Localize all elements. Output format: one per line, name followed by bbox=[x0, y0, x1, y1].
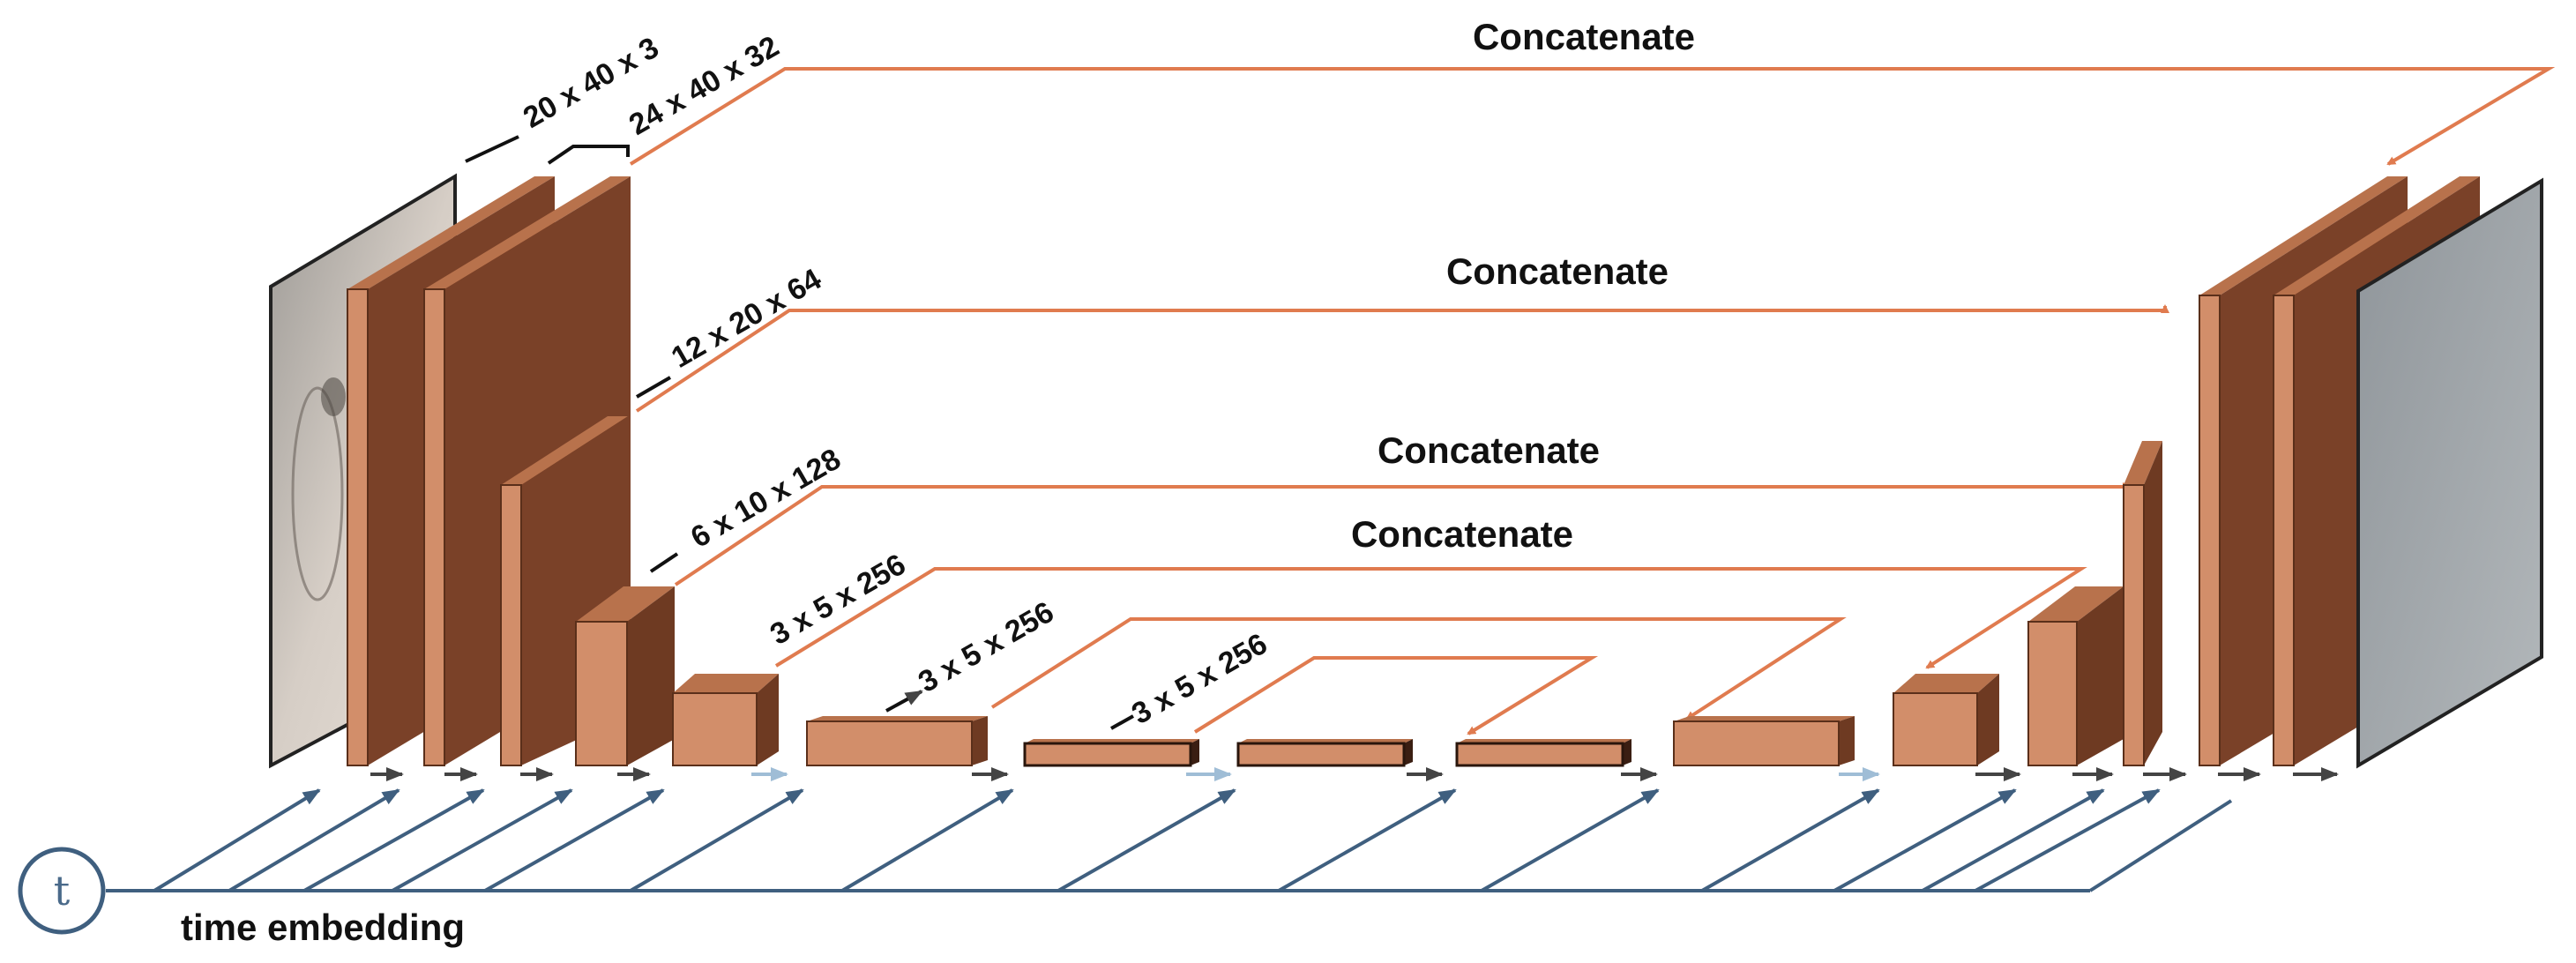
dim-label-3: 12 x 20 x 64 bbox=[666, 262, 827, 374]
dim-label-7: 3 x 5 x 256 bbox=[1126, 627, 1273, 731]
bottleneck-block-1 bbox=[806, 716, 988, 766]
decoder-block-4 bbox=[2123, 441, 2162, 766]
dimension-brackets bbox=[465, 135, 1134, 730]
skip-line-1 bbox=[629, 67, 2556, 166]
encoder-block-4 bbox=[575, 586, 675, 766]
skip-line-6 bbox=[1193, 656, 1599, 735]
decoder-block-1 bbox=[1673, 716, 1855, 766]
concat-label-2: Concatenate bbox=[1446, 250, 1669, 292]
time-embedding-lines bbox=[106, 788, 2233, 892]
time-symbol: t bbox=[54, 867, 71, 914]
concat-label-4: Concatenate bbox=[1351, 513, 1573, 555]
concat-label-1: Concatenate bbox=[1473, 16, 1695, 57]
encoder-block-5 bbox=[672, 674, 779, 766]
bottleneck-block-4 bbox=[1455, 739, 1631, 767]
skip-line-3 bbox=[674, 482, 2132, 586]
concat-label-3: Concatenate bbox=[1378, 429, 1600, 471]
skip-line-4 bbox=[774, 567, 2087, 669]
time-embedding-label: time embedding bbox=[181, 907, 465, 948]
skip-connections bbox=[629, 67, 2556, 735]
bottleneck-block-3 bbox=[1236, 739, 1413, 767]
bottleneck-block-2 bbox=[1023, 739, 1199, 767]
time-node-icon: t bbox=[18, 847, 106, 935]
decoder-block-2 bbox=[1893, 674, 1999, 766]
skip-line-5 bbox=[990, 617, 1847, 720]
decoder-block-3 bbox=[2027, 586, 2124, 766]
dim-label-5: 3 x 5 x 256 bbox=[765, 548, 911, 652]
skip-line-2 bbox=[635, 304, 2169, 413]
output-image bbox=[2356, 177, 2543, 769]
dim-label-4: 6 x 10 x 128 bbox=[685, 442, 847, 554]
dim-label-6: 3 x 5 x 256 bbox=[913, 595, 1059, 699]
